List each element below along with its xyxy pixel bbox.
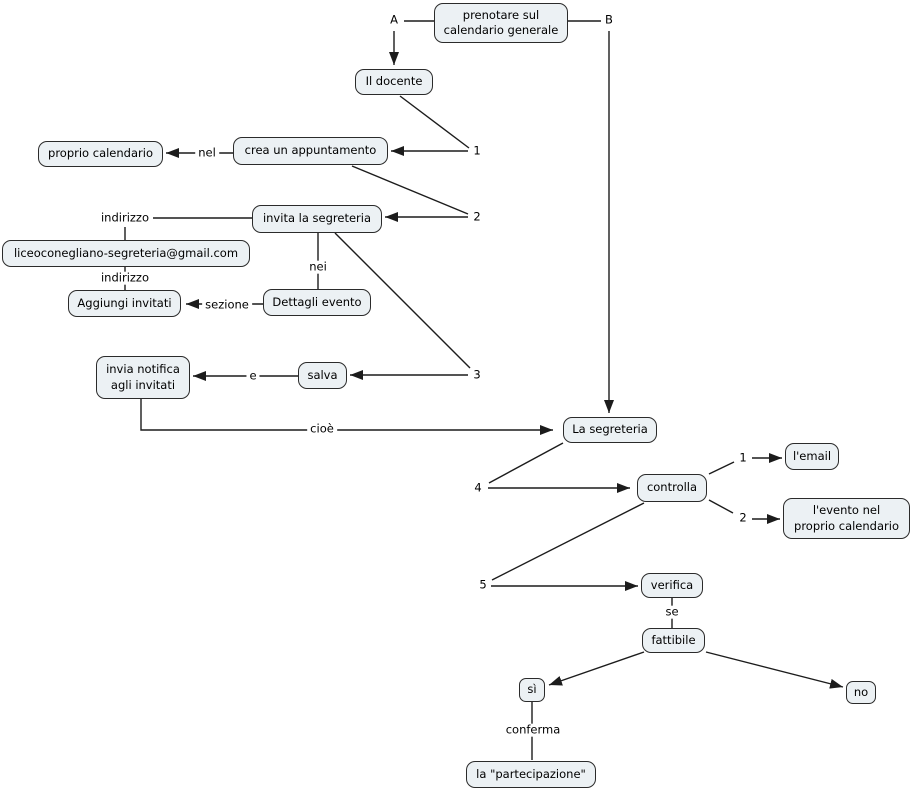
node-il-docente[interactable]: Il docente	[355, 69, 433, 95]
node-la-segreteria[interactable]: La segreteria	[563, 417, 657, 443]
label-2[interactable]: 2	[470, 211, 484, 224]
label-nei[interactable]: nei	[306, 261, 330, 274]
node-no[interactable]: no	[846, 681, 876, 704]
label-a[interactable]: A	[387, 14, 401, 27]
label-1[interactable]: 1	[470, 145, 484, 158]
node-invia-notifica[interactable]: invia notifica agli invitati	[96, 356, 190, 399]
label-sezione[interactable]: sezione	[202, 299, 252, 312]
node-controlla[interactable]: controlla	[637, 474, 707, 502]
label-b[interactable]: B	[602, 14, 616, 27]
node-email-address[interactable]: liceoconegliano-segreteria@gmail.com	[2, 240, 250, 267]
node-prenotare-calendario[interactable]: prenotare sul calendario generale	[434, 3, 568, 43]
edge-controlla-to-1b	[708, 461, 735, 475]
label-conferma[interactable]: conferma	[502, 724, 564, 737]
edge-docente-to-1	[399, 95, 470, 149]
node-si[interactable]: sì	[519, 678, 545, 702]
node-dettagli-evento[interactable]: Dettagli evento	[263, 289, 371, 316]
label-3[interactable]: 3	[470, 369, 484, 382]
label-e[interactable]: e	[246, 370, 260, 383]
node-fattibile[interactable]: fattibile	[642, 628, 705, 653]
label-nel[interactable]: nel	[195, 147, 219, 160]
label-indirizzo-2[interactable]: indirizzo	[97, 272, 153, 285]
node-levento-calendario[interactable]: l'evento nel proprio calendario	[783, 498, 910, 539]
edge-invita-to-3	[334, 232, 471, 369]
edge-segreteria-to-4	[488, 442, 564, 484]
node-aggiungi-invitati[interactable]: Aggiungi invitati	[68, 290, 181, 317]
edge-controlla-to-5	[491, 502, 645, 581]
node-crea-appuntamento[interactable]: crea un appuntamento	[233, 137, 388, 165]
label-1b[interactable]: 1	[736, 452, 750, 465]
node-invita-segreteria[interactable]: invita la segreteria	[252, 205, 382, 233]
edge-fattibile-to-no	[705, 651, 844, 689]
edge-controlla-to-2b	[708, 499, 734, 514]
label-se[interactable]: se	[662, 606, 682, 619]
node-partecipazione[interactable]: la "partecipazione"	[466, 761, 596, 788]
label-cioe[interactable]: cioè	[307, 423, 337, 436]
label-2b[interactable]: 2	[736, 512, 750, 525]
node-verifica[interactable]: verifica	[641, 573, 703, 598]
label-5[interactable]: 5	[476, 579, 490, 592]
edge-fattibile-to-si	[548, 651, 645, 686]
label-indirizzo-1[interactable]: indirizzo	[97, 212, 153, 225]
node-proprio-calendario[interactable]: proprio calendario	[38, 141, 163, 167]
edge-invia-to-segreteria	[140, 399, 553, 435]
edge-crea-to-2	[351, 165, 469, 215]
node-lemail[interactable]: l'email	[785, 443, 839, 470]
label-4[interactable]: 4	[471, 482, 485, 495]
node-salva[interactable]: salva	[298, 362, 347, 389]
